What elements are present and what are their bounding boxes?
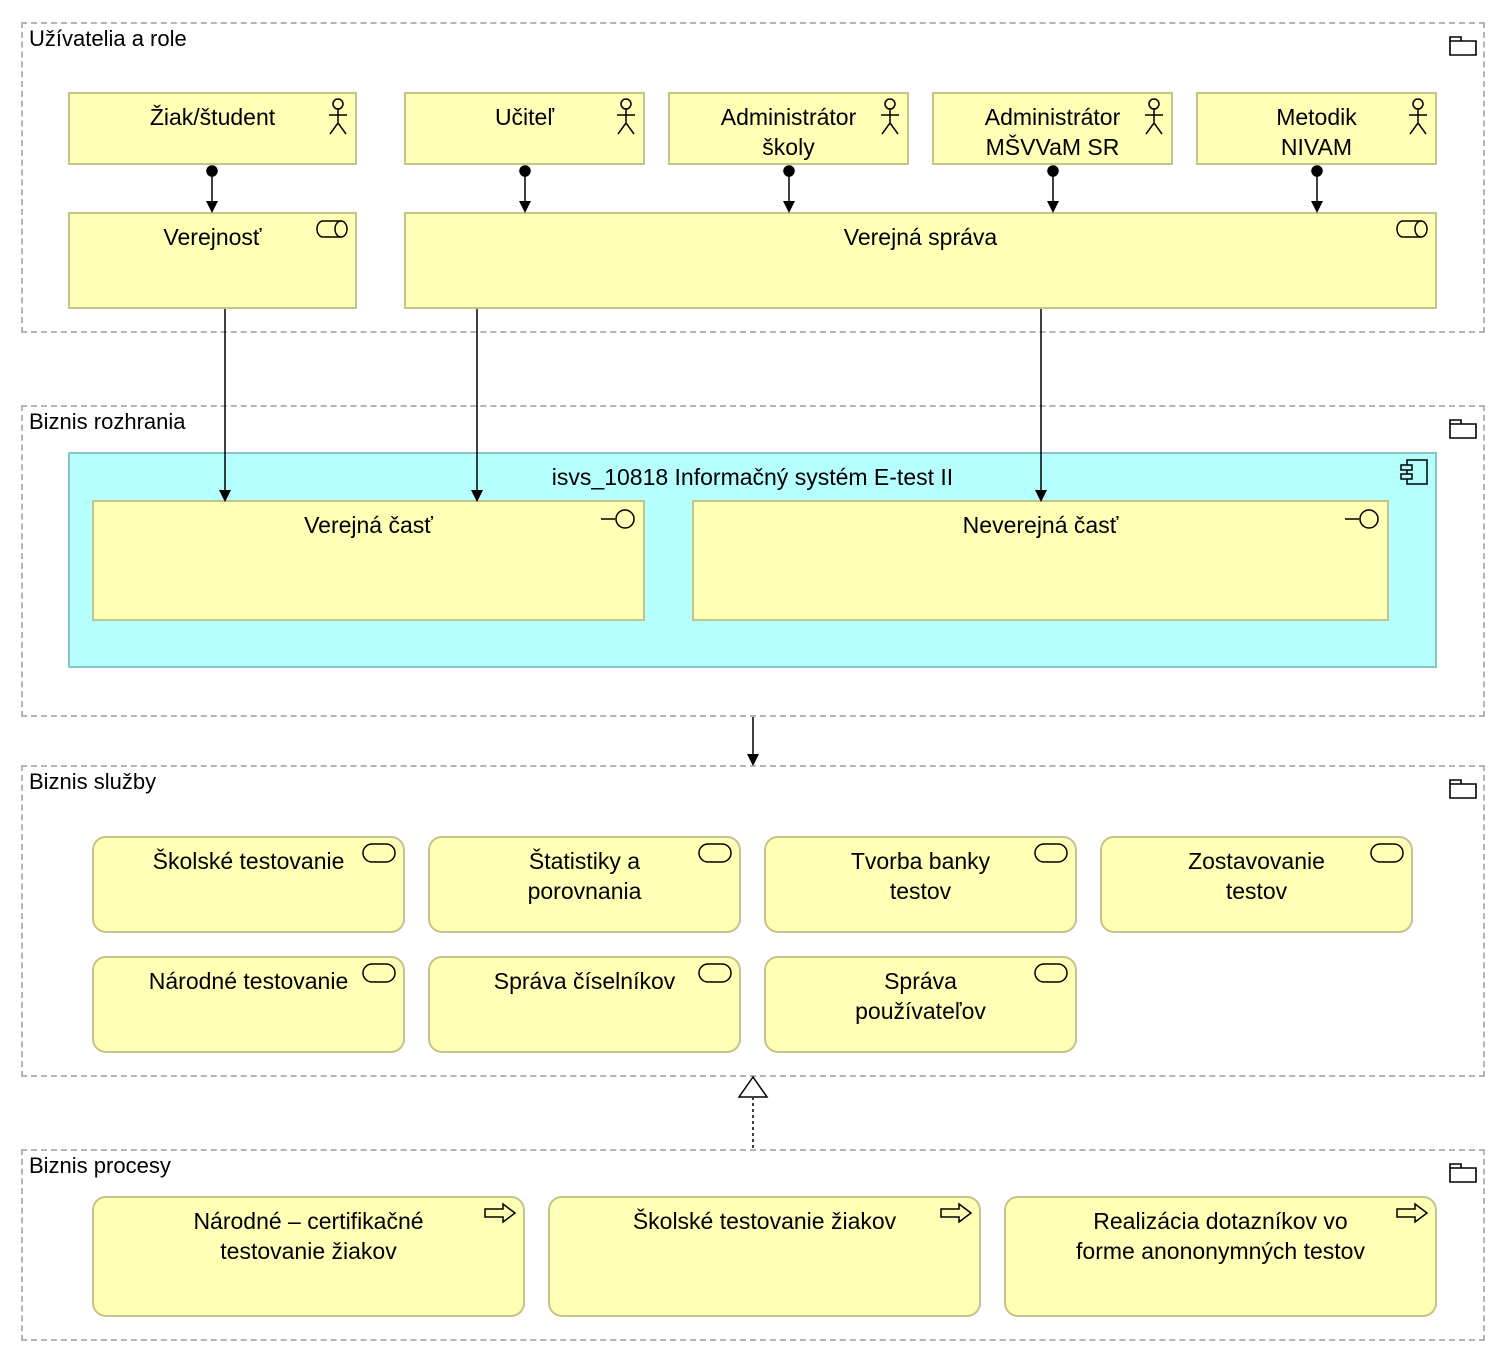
service-school-testing[interactable]: Školské testovanie bbox=[92, 836, 405, 933]
interface-private-part-label: Neverejná časť bbox=[962, 512, 1119, 538]
actor-student-label: Žiak/študent bbox=[149, 104, 276, 130]
service-codelists[interactable]: Správa číselníkov bbox=[428, 956, 741, 1053]
service-icon bbox=[1370, 843, 1404, 863]
role-public-admin[interactable]: Verejná správa bbox=[404, 212, 1437, 309]
role-public-admin-label: Verejná správa bbox=[843, 224, 998, 250]
process-arrow-icon bbox=[940, 1202, 973, 1224]
actor-teacher[interactable]: Učiteľ bbox=[404, 92, 645, 165]
actor-icon bbox=[329, 98, 347, 135]
actor-icon bbox=[1409, 98, 1427, 135]
group-processes: Biznis procesy bbox=[21, 1149, 1485, 1341]
group-interfaces: Biznis rozhrania bbox=[21, 405, 1485, 717]
group-users-roles: Užívatelia a role bbox=[21, 22, 1485, 333]
folder-icon bbox=[1449, 419, 1477, 439]
actor-methodist-label: Metodik NIVAM bbox=[1276, 104, 1357, 160]
service-test-bank[interactable]: Tvorba banky testov bbox=[764, 836, 1077, 933]
application-title: isvs_10818 Informačný systém E-test II bbox=[551, 464, 954, 490]
serving-connectors bbox=[219, 309, 1047, 766]
group-services-label: Biznis služby bbox=[29, 769, 157, 794]
service-statistics-label: Štatistiky a porovnania bbox=[527, 848, 642, 904]
actor-ministry-admin[interactable]: Administrátor MŠVVaM SR bbox=[932, 92, 1173, 165]
service-test-assembly-label: Zostavovanie testov bbox=[1188, 848, 1325, 904]
actor-school-admin-label: Administrátor školy bbox=[720, 104, 857, 160]
group-interfaces-label: Biznis rozhrania bbox=[29, 409, 186, 434]
group-processes-label: Biznis procesy bbox=[29, 1153, 171, 1178]
process-anonymous-questionnaires[interactable]: Realizácia dotazníkov vo forme anononymn… bbox=[1004, 1196, 1437, 1317]
service-test-bank-label: Tvorba banky testov bbox=[850, 848, 991, 904]
realization-connector bbox=[737, 1075, 769, 1148]
service-codelists-label: Správa číselníkov bbox=[493, 968, 676, 994]
actor-methodist[interactable]: Metodik NIVAM bbox=[1196, 92, 1437, 165]
actor-student[interactable]: Žiak/študent bbox=[68, 92, 357, 165]
folder-icon bbox=[1449, 1163, 1477, 1183]
component-icon bbox=[1400, 459, 1428, 485]
interface-public-part[interactable]: Verejná časť bbox=[92, 500, 645, 621]
group-users-roles-label: Užívatelia a role bbox=[29, 26, 187, 51]
process-national-certification-label: Národné – certifikačné testovanie žiakov bbox=[193, 1208, 424, 1264]
actor-icon bbox=[881, 98, 899, 135]
process-anonymous-questionnaires-label: Realizácia dotazníkov vo forme anononymn… bbox=[1076, 1208, 1365, 1264]
service-icon bbox=[1034, 843, 1068, 863]
service-icon bbox=[698, 963, 732, 983]
process-school-testing-pupils[interactable]: Školské testovanie žiakov bbox=[548, 1196, 981, 1317]
actor-school-admin[interactable]: Administrátor školy bbox=[668, 92, 909, 165]
service-school-testing-label: Školské testovanie bbox=[152, 848, 345, 874]
assignment-connectors bbox=[206, 165, 1323, 213]
service-icon bbox=[362, 843, 396, 863]
service-statistics[interactable]: Štatistiky a porovnania bbox=[428, 836, 741, 933]
service-icon bbox=[362, 963, 396, 983]
interface-icon bbox=[1345, 509, 1379, 529]
process-school-testing-pupils-label: Školské testovanie žiakov bbox=[632, 1208, 897, 1234]
actor-teacher-label: Učiteľ bbox=[494, 104, 555, 130]
service-icon bbox=[698, 843, 732, 863]
process-arrow-icon bbox=[484, 1202, 517, 1224]
service-national-testing[interactable]: Národné testovanie bbox=[92, 956, 405, 1053]
role-icon bbox=[316, 220, 348, 238]
actor-icon bbox=[617, 98, 635, 135]
actor-ministry-admin-label: Administrátor MŠVVaM SR bbox=[984, 104, 1121, 160]
process-arrow-icon bbox=[1396, 1202, 1429, 1224]
service-user-management-label: Správa používateľov bbox=[855, 968, 986, 1024]
actor-icon bbox=[1145, 98, 1163, 135]
service-test-assembly[interactable]: Zostavovanie testov bbox=[1100, 836, 1413, 933]
folder-icon bbox=[1449, 36, 1477, 56]
interface-icon bbox=[601, 509, 635, 529]
service-user-management[interactable]: Správa používateľov bbox=[764, 956, 1077, 1053]
interface-public-part-label: Verejná časť bbox=[304, 512, 433, 538]
service-national-testing-label: Národné testovanie bbox=[148, 968, 349, 994]
interface-private-part[interactable]: Neverejná časť bbox=[692, 500, 1389, 621]
folder-icon bbox=[1449, 779, 1477, 799]
role-public-label: Verejnosť bbox=[163, 224, 262, 250]
role-public[interactable]: Verejnosť bbox=[68, 212, 357, 309]
process-national-certification[interactable]: Národné – certifikačné testovanie žiakov bbox=[92, 1196, 525, 1317]
service-icon bbox=[1034, 963, 1068, 983]
role-icon bbox=[1396, 220, 1428, 238]
